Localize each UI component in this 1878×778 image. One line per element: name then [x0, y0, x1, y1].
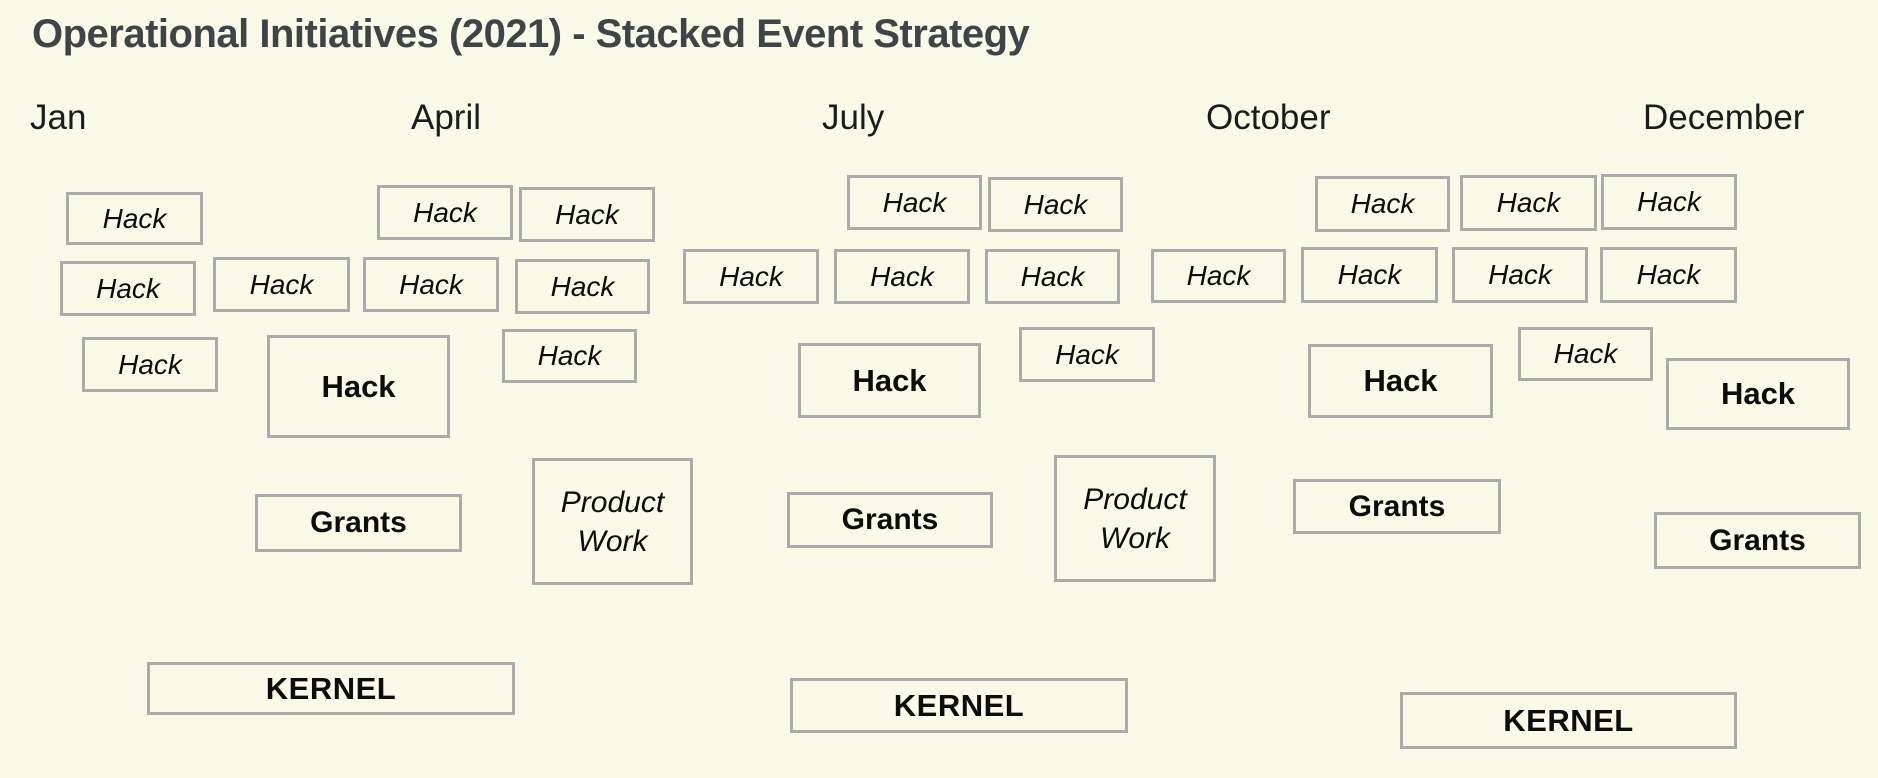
- event-box-hack-small: Hack: [847, 175, 982, 230]
- month-label-october: October: [1206, 98, 1331, 137]
- event-box-hack-small: Hack: [1518, 327, 1653, 381]
- event-box-hack-small: Hack: [988, 177, 1123, 232]
- page-title: Operational Initiatives (2021) - Stacked…: [32, 12, 1030, 56]
- event-box-hack-small: Hack: [1315, 176, 1450, 232]
- event-box-hack-small: Hack: [1460, 175, 1597, 231]
- month-label-december: December: [1643, 98, 1805, 137]
- event-box-hack-small: Hack: [82, 337, 218, 392]
- month-label-july: July: [822, 98, 885, 137]
- event-box-hack-small: Hack: [377, 185, 513, 240]
- event-box-hack-big: Hack: [267, 335, 450, 438]
- event-box-kernel: KERNEL: [1400, 692, 1737, 749]
- event-box-hack-small: Hack: [66, 192, 203, 245]
- event-box-hack-small: Hack: [363, 257, 499, 312]
- event-box-hack-big: Hack: [1308, 344, 1493, 418]
- month-label-april: April: [411, 98, 482, 137]
- event-box-grants: Grants: [787, 492, 993, 548]
- event-box-hack-small: Hack: [834, 249, 970, 304]
- event-box-kernel: KERNEL: [147, 662, 515, 715]
- event-box-product: Product Work: [532, 458, 693, 585]
- event-box-hack-small: Hack: [1151, 249, 1286, 303]
- event-box-hack-small: Hack: [1601, 174, 1737, 230]
- event-box-hack-big: Hack: [1666, 358, 1850, 430]
- event-box-hack-small: Hack: [519, 187, 655, 242]
- event-box-hack-big: Hack: [798, 343, 981, 418]
- event-box-grants: Grants: [1654, 512, 1861, 569]
- event-box-grants: Grants: [1293, 479, 1501, 534]
- event-box-hack-small: Hack: [985, 249, 1120, 304]
- month-label-jan: Jan: [30, 98, 87, 137]
- event-box-hack-small: Hack: [502, 329, 637, 383]
- event-box-hack-small: Hack: [515, 259, 650, 314]
- event-box-hack-small: Hack: [1019, 327, 1155, 382]
- event-box-hack-small: Hack: [1301, 247, 1438, 303]
- event-box-hack-small: Hack: [60, 261, 196, 316]
- event-box-product: Product Work: [1054, 455, 1216, 582]
- event-box-hack-small: Hack: [683, 249, 819, 304]
- event-box-grants: Grants: [255, 494, 462, 552]
- event-box-hack-small: Hack: [1600, 247, 1737, 303]
- event-box-hack-small: Hack: [1452, 247, 1588, 303]
- event-box-kernel: KERNEL: [790, 678, 1128, 733]
- event-box-hack-small: Hack: [213, 257, 350, 312]
